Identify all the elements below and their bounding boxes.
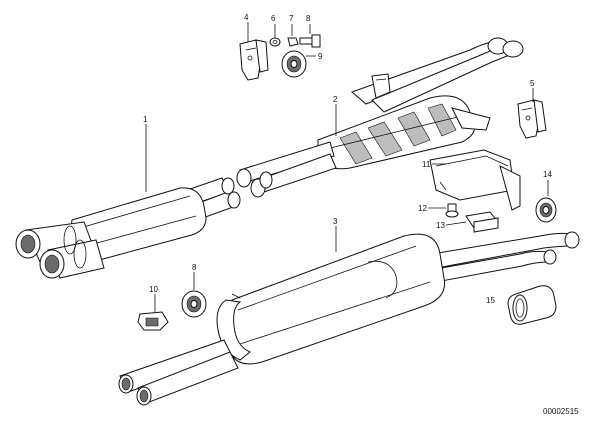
nut-part-7 xyxy=(287,37,299,47)
washer-part-6 xyxy=(269,37,281,47)
front-catalyst-assembly xyxy=(15,177,241,279)
callout-labels: 1 2 3 4 5 6 7 8 9 10 11 12 13 14 15 8 9 xyxy=(143,13,552,305)
callout-8-lower: 8 xyxy=(192,263,197,272)
callout-10: 10 xyxy=(149,285,158,294)
image-code: 00002515 xyxy=(543,407,579,416)
leader-lines xyxy=(145,22,549,312)
front-pipe-assembly xyxy=(236,37,524,198)
callout-12: 12 xyxy=(418,204,427,213)
rubber-mount-top xyxy=(281,50,307,78)
bracket-part-4 xyxy=(239,39,269,81)
callout-15: 15 xyxy=(486,296,495,305)
callout-9-top: 9 xyxy=(318,52,323,61)
callout-11: 11 xyxy=(422,160,431,169)
sleeve-part-15 xyxy=(507,285,557,325)
clamp-part-13 xyxy=(465,211,499,233)
rubber-mount-lower xyxy=(181,290,207,318)
callout-7: 7 xyxy=(289,14,294,23)
callout-6: 6 xyxy=(271,14,276,23)
bolt-part-8 xyxy=(299,34,321,48)
callout-4: 4 xyxy=(244,13,249,22)
callout-8: 8 xyxy=(306,14,311,23)
callout-14: 14 xyxy=(543,170,552,179)
rear-muffler-assembly xyxy=(118,231,580,406)
screw-part-12 xyxy=(445,203,459,218)
callout-13: 13 xyxy=(436,221,445,230)
ring-gasket-part-14 xyxy=(535,197,557,223)
heat-shield-part-11 xyxy=(429,149,521,211)
hanger-part-5 xyxy=(517,99,547,139)
callout-5: 5 xyxy=(530,79,535,88)
callout-2: 2 xyxy=(333,95,338,104)
callout-3: 3 xyxy=(333,217,338,226)
callout-1: 1 xyxy=(143,115,148,124)
damper-part-10 xyxy=(137,311,169,331)
